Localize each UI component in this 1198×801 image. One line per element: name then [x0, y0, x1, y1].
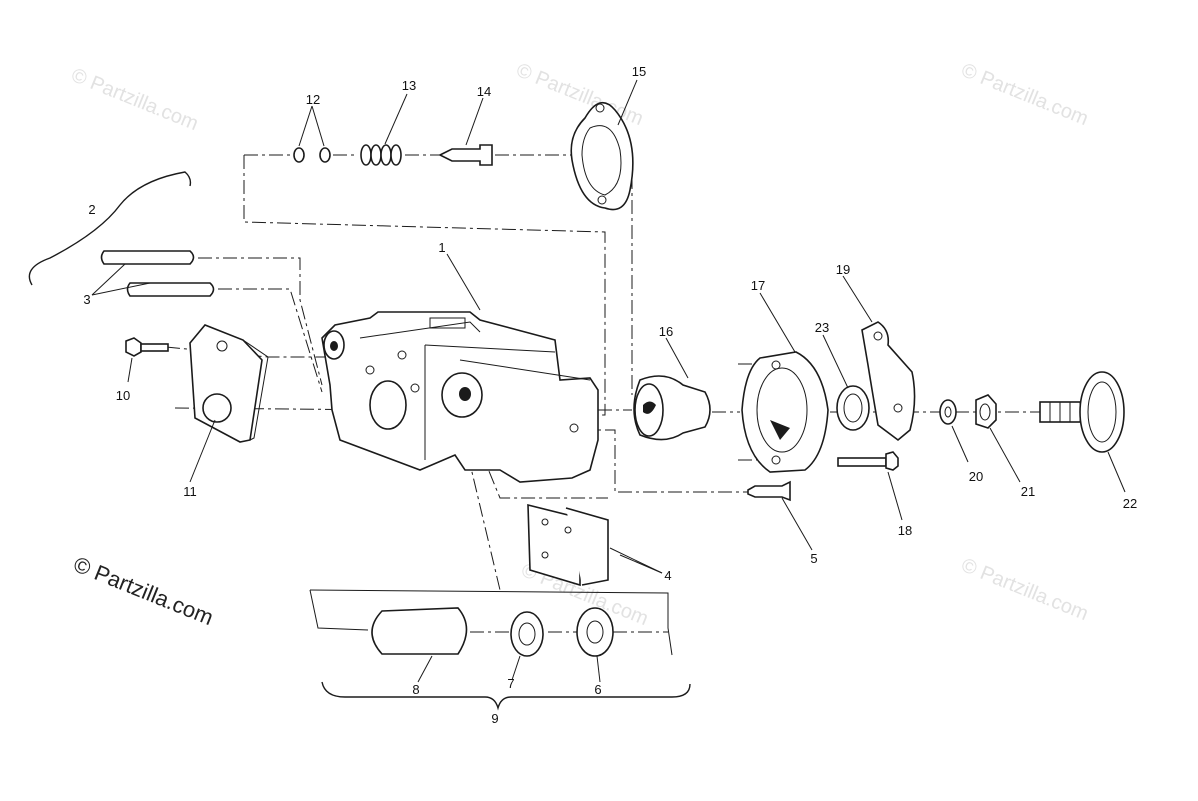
gasket: [570, 101, 634, 211]
callout-20: 20: [969, 469, 983, 484]
bracket-plate: [189, 324, 269, 443]
seals: [510, 607, 614, 657]
callout-23: 23: [815, 320, 829, 335]
lever: [861, 321, 916, 442]
watermark-5: © Partzilla.com: [958, 554, 1091, 625]
callout-1: 1: [438, 240, 445, 255]
callout-3: 3: [83, 292, 90, 307]
callout-7: 7: [507, 676, 514, 691]
cover: [633, 375, 711, 441]
bracket-9: [321, 681, 691, 711]
nut: [975, 394, 997, 429]
bolt-18: [837, 451, 899, 471]
callout-4: 4: [664, 568, 671, 583]
callout-10: 10: [116, 388, 130, 403]
callout-21: 21: [1021, 484, 1035, 499]
leader-lines: [91, 79, 1126, 683]
callout-22: 22: [1123, 496, 1137, 511]
callout-12: 12: [306, 92, 320, 107]
pin: [438, 144, 493, 166]
bolt-10: [125, 337, 169, 357]
callout-15: 15: [632, 64, 646, 79]
piston: [371, 607, 468, 655]
callout-8: 8: [412, 682, 419, 697]
housing: [741, 351, 829, 473]
watermark-1: © Partzilla.com: [68, 64, 201, 135]
callout-9: 9: [491, 711, 498, 726]
callout-2: 2: [88, 202, 95, 217]
callouts: 1 2 3 4 5 6 7 8 9 10 11 12 13 14 15 16 1…: [83, 64, 1137, 726]
watermark-2: © Partzilla.com: [513, 59, 646, 130]
o-rings: [293, 147, 331, 163]
callout-14: 14: [477, 84, 491, 99]
copyright-notice: © Partzilla.com: [70, 551, 217, 630]
washer-20: [939, 399, 957, 425]
washer-23: [836, 385, 870, 431]
callout-17: 17: [751, 278, 765, 293]
adjuster-knob: [1039, 371, 1125, 453]
caliper-body: [321, 311, 599, 483]
spring: [360, 144, 402, 166]
cross-shafts: [100, 250, 215, 297]
brake-pads: [527, 503, 609, 587]
callout-19: 19: [836, 262, 850, 277]
callout-18: 18: [898, 523, 912, 538]
callout-6: 6: [594, 682, 601, 697]
callout-13: 13: [402, 78, 416, 93]
bracket-2: [28, 171, 192, 286]
bleeder: [747, 480, 791, 502]
callout-5: 5: [810, 551, 817, 566]
callout-11: 11: [183, 484, 197, 499]
watermark-3: © Partzilla.com: [958, 59, 1091, 130]
callout-16: 16: [659, 324, 673, 339]
